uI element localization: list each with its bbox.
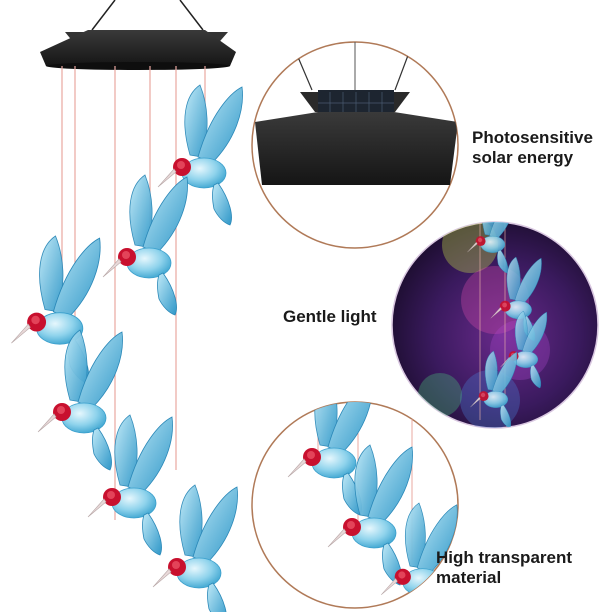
solar-panel-closeup xyxy=(251,41,459,249)
night-light-closeup xyxy=(391,221,599,429)
solar-feature-label: Photosensitive solar energy xyxy=(472,128,597,168)
solar-cap xyxy=(40,0,236,70)
light-label-text: Gentle light xyxy=(283,307,377,326)
solar-label-line2: solar energy xyxy=(472,148,574,167)
solar-label-line1: Photosensitive xyxy=(472,128,593,147)
material-label-line2: material xyxy=(436,568,502,587)
light-feature-label: Gentle light xyxy=(283,307,393,327)
material-feature-label: High transparent material xyxy=(436,548,596,588)
material-label-line1: High transparent xyxy=(436,548,573,567)
hummingbird-chime xyxy=(10,84,244,612)
material-closeup xyxy=(251,401,459,609)
